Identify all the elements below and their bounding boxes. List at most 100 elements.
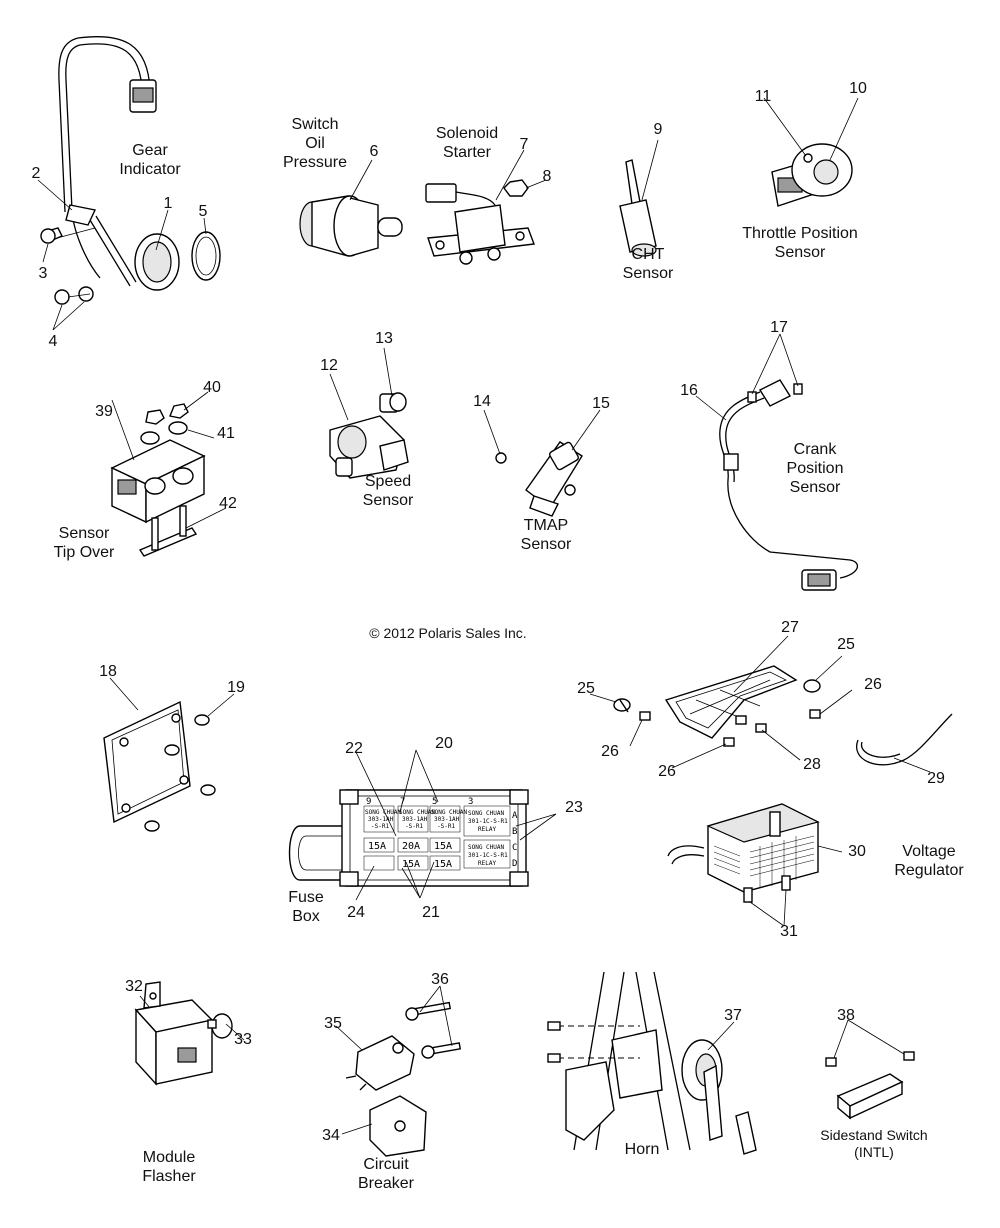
fuse-row-c: C — [512, 843, 517, 853]
gear-indicator-assembly — [40, 36, 221, 305]
callout-26b: 26 — [658, 763, 676, 780]
callout-41: 41 — [217, 425, 235, 442]
leader-lines — [37, 97, 931, 1135]
caption-line: Crank — [793, 441, 837, 458]
callout-17: 17 — [770, 319, 788, 336]
caption-circuit-breaker: Circuit Breaker — [358, 1155, 414, 1193]
relay-4-line-2: 301-1C-S-R1 — [468, 818, 508, 825]
callout-38: 38 — [837, 1007, 855, 1024]
caption-fuse-box: Fuse Box — [288, 888, 324, 926]
callout-35: 35 — [324, 1015, 342, 1032]
caption-tmap-sensor: TMAP Sensor — [521, 516, 572, 554]
voltage-regulator — [667, 803, 820, 903]
sidestand-switch — [825, 1051, 915, 1120]
caption-line: Fuse — [288, 889, 324, 906]
fuse-row-b: B — [512, 827, 517, 837]
caption-line: Flasher — [142, 1168, 196, 1185]
caption-line: Sensor — [520, 536, 572, 553]
caption-line: Sensor — [622, 265, 674, 282]
fuse-rating-4: 15A — [402, 859, 420, 870]
callout-16: 16 — [680, 382, 698, 399]
callout-23: 23 — [565, 799, 583, 816]
callout-22: 22 — [345, 740, 363, 757]
relay-4-line-3: RELAY — [478, 826, 496, 833]
crank-position-sensor — [719, 379, 859, 591]
caption-throttle-position-sensor: Throttle Position Sensor — [742, 224, 858, 262]
callout-18: 18 — [99, 663, 117, 680]
relay-2-line-3: -S-R1 — [405, 823, 423, 830]
fuse-col-5: 5 — [432, 797, 437, 807]
circuit-breaker — [345, 1001, 462, 1157]
relay-1-line-3: -S-R1 — [371, 823, 389, 830]
caption-line: Pressure — [282, 154, 348, 171]
caption-line: Voltage — [902, 843, 956, 860]
callout-7: 7 — [519, 136, 529, 153]
relay-1-line-2: 303-1AH — [368, 816, 394, 823]
cht-sensor — [619, 159, 657, 257]
copyright-notice: © 2012 Polaris Sales Inc. — [369, 625, 527, 641]
relay-4-line-1: SONG CHUAN — [468, 810, 505, 817]
callout-27: 27 — [781, 619, 799, 636]
caption-line: Sidestand Switch — [820, 1127, 928, 1143]
callout-21: 21 — [422, 904, 440, 921]
callout-4: 4 — [48, 333, 58, 350]
caption-gear-indicator: Gear Indicator — [119, 141, 180, 179]
relay-2-line-2: 303-1AH — [402, 816, 428, 823]
callout-25a: 25 — [577, 680, 595, 697]
fuse-rating-2: 20A — [402, 841, 420, 852]
relay-3-line-3: -S-R1 — [437, 823, 455, 830]
callout-40: 40 — [203, 379, 221, 396]
callout-29: 29 — [927, 770, 945, 787]
callout-25b: 25 — [837, 636, 855, 653]
caption-line: Speed — [364, 473, 412, 490]
caption-line: Tip Over — [53, 544, 115, 561]
callout-6: 6 — [369, 143, 379, 160]
caption-line: Horn — [624, 1141, 660, 1158]
fuse-rating-5: 15A — [434, 859, 452, 870]
caption-line: TMAP — [523, 517, 569, 534]
relay-1-line-1: SONG CHUAN — [365, 809, 402, 816]
caption-line: Throttle Position — [742, 225, 858, 242]
throttle-position-sensor — [771, 143, 853, 207]
callout-5: 5 — [198, 203, 208, 220]
fuse-rating-3: 15A — [434, 841, 452, 852]
caption-line: Sensor — [362, 492, 414, 509]
caption-voltage-regulator: Voltage Regulator — [894, 842, 963, 880]
callout-15: 15 — [592, 395, 610, 412]
module-plate — [103, 700, 216, 832]
callout-12: 12 — [320, 357, 338, 374]
callout-30: 30 — [848, 843, 866, 860]
fuse-rating-1: 15A — [368, 841, 386, 852]
callout-8: 8 — [542, 168, 552, 185]
callout-33: 33 — [234, 1031, 252, 1048]
mounting-bracket — [613, 665, 953, 766]
relay-3-line-2: 303-1AH — [434, 816, 460, 823]
speed-sensor — [329, 392, 409, 479]
caption-line: Oil — [305, 135, 325, 152]
relay-5-line-1: SONG CHUAN — [468, 844, 505, 851]
caption-line: Regulator — [894, 862, 964, 879]
callout-31: 31 — [780, 923, 798, 940]
callout-34: 34 — [322, 1127, 340, 1144]
caption-line: Circuit — [363, 1156, 409, 1173]
module-flasher — [134, 981, 233, 1086]
caption-solenoid-starter: Solenoid Starter — [436, 124, 498, 162]
relay-5-line-2: 301-1C-S-R1 — [468, 852, 508, 859]
callout-3: 3 — [38, 265, 48, 282]
fuse-col-9: 9 — [366, 797, 371, 807]
callout-2: 2 — [31, 165, 41, 182]
callout-28: 28 — [803, 756, 821, 773]
relay-5-line-3: RELAY — [478, 860, 496, 867]
callout-39: 39 — [95, 403, 113, 420]
callout-13: 13 — [375, 330, 393, 347]
caption-line: Box — [292, 908, 320, 925]
callout-1: 1 — [163, 195, 173, 212]
fuse-box-diagram: 9 7 5 3 A B C D SONG CHUAN 303-1AH -S-R1… — [288, 789, 529, 887]
caption-line: Sensor — [58, 525, 110, 542]
caption-line: CHT — [631, 246, 665, 263]
callout-10: 10 — [849, 80, 867, 97]
caption-horn: Horn — [625, 1140, 660, 1159]
horn-assembly — [547, 971, 757, 1155]
